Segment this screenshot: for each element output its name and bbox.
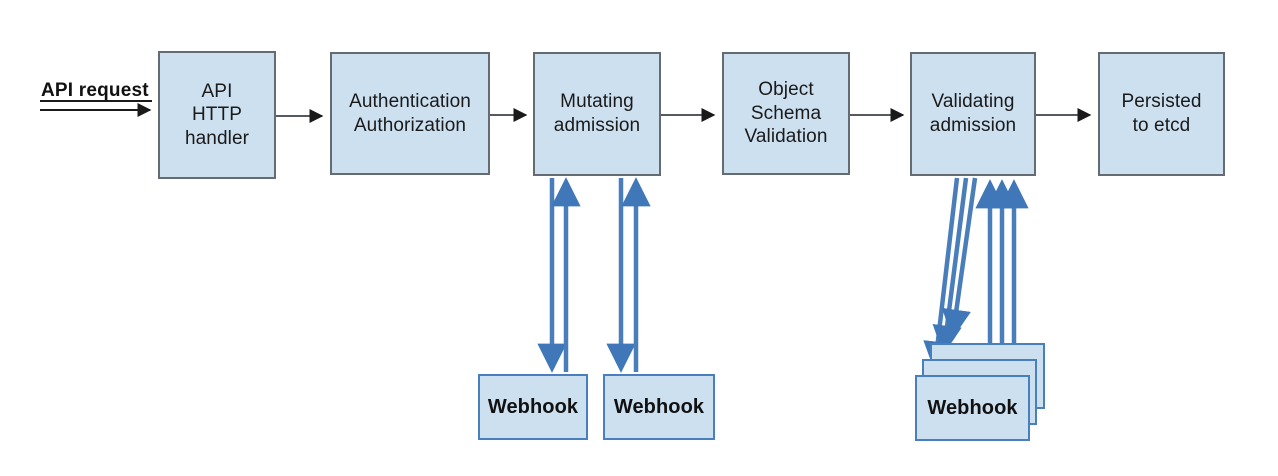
- node-webhook-mutating-1[interactable]: Webhook: [478, 374, 588, 440]
- node-authentication-authorization[interactable]: Authentication Authorization: [330, 52, 490, 175]
- node-webhook-mutating-2[interactable]: Webhook: [603, 374, 715, 440]
- webhook-arrow-validating-call-3: [941, 177, 978, 339]
- node-mutating-admission[interactable]: Mutating admission: [533, 52, 661, 176]
- api-request-label: API request: [41, 80, 149, 101]
- node-object-schema-validation[interactable]: Object Schema Validation: [722, 52, 850, 175]
- node-api-http-handler[interactable]: API HTTP handler: [158, 51, 276, 179]
- node-validating-admission[interactable]: Validating admission: [910, 52, 1036, 176]
- node-persisted-to-etcd[interactable]: Persisted to etcd: [1098, 52, 1225, 176]
- node-webhook-validating-1[interactable]: Webhook: [915, 375, 1030, 441]
